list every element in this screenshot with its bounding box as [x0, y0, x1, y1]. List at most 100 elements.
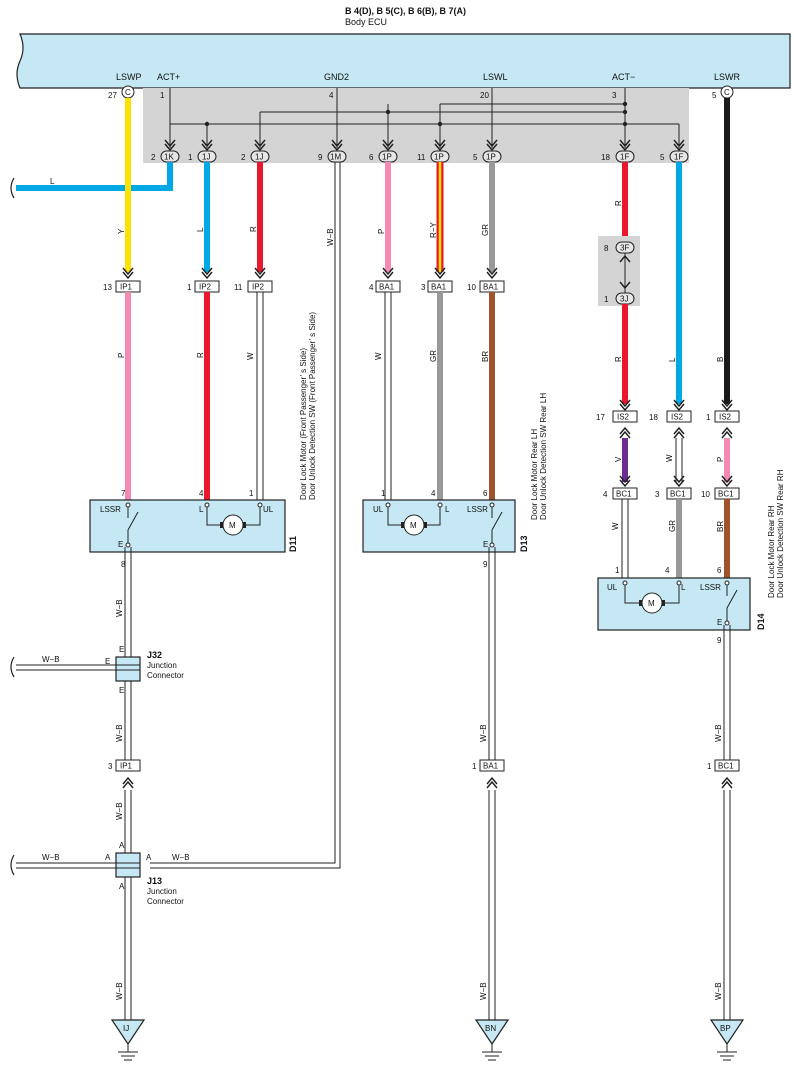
- wire-break-icon: [10, 656, 15, 678]
- svg-text:E: E: [483, 540, 488, 549]
- svg-text:A: A: [105, 853, 111, 862]
- svg-text:1J: 1J: [202, 153, 210, 162]
- wire-ba1-gray: GR: [429, 292, 443, 500]
- ground-bp-icon: BP: [709, 1019, 745, 1061]
- svg-text:Junction: Junction: [147, 661, 177, 670]
- wire-l-left: L: [10, 162, 173, 199]
- svg-text:C: C: [724, 88, 730, 97]
- svg-text:9: 9: [717, 636, 722, 645]
- component-d11: 7 4 1 LSSR L UL E M 8: [89, 489, 286, 569]
- svg-text:1P: 1P: [382, 153, 392, 162]
- chevron-down-icon: [164, 139, 685, 152]
- connector-3f: 8 3F: [604, 241, 635, 254]
- svg-text:BA1: BA1: [483, 762, 499, 771]
- d13-line1: Door Lock Motor Rear LH: [530, 429, 539, 520]
- connector-ba1-1: 1 BA1: [472, 759, 505, 772]
- ground-ij-icon: IJ: [110, 1019, 146, 1061]
- d11-line2: Door Unlock Detection SW (Front Passenge…: [308, 312, 317, 500]
- pin-label-lswr: LSWR: [714, 72, 741, 82]
- svg-text:UL: UL: [607, 583, 618, 592]
- svg-text:E: E: [118, 540, 123, 549]
- svg-text:IS2: IS2: [617, 413, 630, 422]
- svg-text:IP2: IP2: [252, 283, 265, 292]
- svg-text:1: 1: [472, 762, 477, 771]
- chevron-up-down-icon: [619, 254, 631, 290]
- d13-id: D13: [519, 535, 529, 552]
- svg-text:P: P: [716, 457, 725, 462]
- wire-3j-red: R: [614, 304, 628, 404]
- wire-gnd2-wb: W−B: [150, 162, 341, 869]
- svg-text:B: B: [716, 357, 725, 362]
- wire-label-wb: W−B: [172, 853, 190, 862]
- svg-text:3F: 3F: [620, 244, 629, 253]
- svg-text:Junction: Junction: [147, 887, 177, 896]
- svg-text:6: 6: [369, 153, 374, 162]
- wire-break-icon: [10, 854, 15, 876]
- svg-text:L: L: [199, 505, 204, 514]
- svg-text:V: V: [614, 456, 623, 462]
- svg-text:A: A: [146, 853, 152, 862]
- pin-label-lswp: LSWP: [116, 72, 142, 82]
- svg-text:IS2: IS2: [719, 413, 732, 422]
- svg-text:M: M: [229, 521, 236, 530]
- svg-text:L: L: [196, 227, 205, 232]
- svg-text:E: E: [119, 645, 124, 654]
- wire-label-wb: W−B: [115, 599, 124, 617]
- svg-text:BC1: BC1: [718, 762, 734, 771]
- svg-text:E: E: [717, 618, 722, 627]
- d14-id: D14: [756, 613, 766, 630]
- splice-dots: [204, 101, 628, 127]
- svg-text:W: W: [665, 454, 674, 462]
- connector-bc1-1: 1 BC1: [707, 759, 740, 772]
- wire-d14-ground: [723, 625, 731, 1020]
- wire-is2-white: W: [665, 438, 683, 482]
- svg-text:3J: 3J: [620, 295, 628, 304]
- svg-text:GR: GR: [481, 224, 490, 236]
- svg-text:9: 9: [483, 560, 488, 569]
- svg-text:3: 3: [108, 762, 113, 771]
- ecu-connector-c-right: C: [720, 85, 734, 99]
- jc-1p-a: 6 1P: [369, 150, 398, 163]
- wire-bc1-brown: BR: [716, 499, 730, 578]
- svg-text:1F: 1F: [674, 153, 683, 162]
- svg-text:8: 8: [604, 244, 609, 253]
- chevron-up-icon: [721, 776, 733, 789]
- svg-text:R: R: [614, 356, 623, 362]
- svg-text:18: 18: [601, 153, 610, 162]
- wire-ip2-red: R: [196, 292, 210, 500]
- connector-ip1-3: 3 IP1: [108, 759, 141, 772]
- d11-line1: Door Lock Motor (Front Passenger’ s Side…: [299, 348, 308, 500]
- svg-text:Connector: Connector: [147, 897, 184, 906]
- svg-text:L: L: [445, 505, 450, 514]
- svg-text:BR: BR: [716, 521, 725, 532]
- svg-text:Y: Y: [117, 228, 126, 234]
- chevron-up-icon: [486, 776, 498, 789]
- pin-num-lswl: 20: [480, 91, 489, 100]
- svg-text:P: P: [117, 353, 126, 358]
- svg-text:Connector: Connector: [147, 671, 184, 680]
- d13-line2: Door Unlock Detection SW Rear LH: [539, 393, 548, 520]
- svg-text:R−Y: R−Y: [429, 222, 438, 238]
- svg-text:11: 11: [234, 283, 243, 292]
- svg-text:2: 2: [241, 153, 246, 162]
- svg-text:BC1: BC1: [670, 490, 686, 499]
- svg-text:11: 11: [417, 153, 426, 162]
- svg-text:LSSR: LSSR: [100, 505, 121, 514]
- svg-text:1P: 1P: [434, 153, 444, 162]
- svg-text:2: 2: [151, 153, 156, 162]
- wire-ip2-white: W: [246, 292, 264, 500]
- svg-text:BC1: BC1: [718, 490, 734, 499]
- svg-text:LSSR: LSSR: [700, 583, 721, 592]
- wire-1p-gr: GR: [481, 162, 495, 272]
- svg-text:BP: BP: [720, 1024, 731, 1033]
